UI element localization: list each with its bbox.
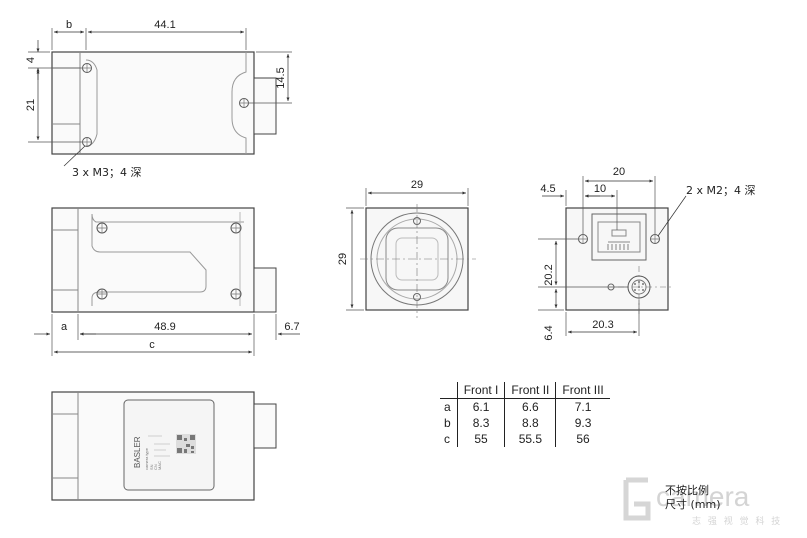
table-header-cell	[440, 382, 458, 399]
side-view-connector	[253, 267, 277, 313]
watermark-subtext: 志 强 视 觉 科 技	[692, 515, 782, 527]
scale-note-line2: 尺寸 (mm)	[665, 498, 721, 511]
leader-line	[63, 145, 86, 167]
watermark-text: camera	[656, 481, 750, 512]
dimension-table: Front I Front II Front III a 6.1 6.6 7.1…	[440, 382, 610, 447]
label-line-mac: MAC	[157, 461, 162, 470]
dim-c-label: c	[149, 339, 155, 351]
table-cell: 6.6	[504, 398, 557, 415]
watermark-logo: camera 志 强 视 觉 科 技	[623, 477, 782, 527]
front-dim-top-label: 29	[411, 179, 423, 191]
dim-14-5-label: 14.5	[275, 67, 287, 88]
table-header-row: Front I Front II Front III	[440, 382, 610, 399]
bottom-view-connector	[253, 403, 277, 449]
table-row: a 6.1 6.6 7.1	[440, 398, 610, 415]
top-view	[28, 28, 292, 167]
side-view	[34, 207, 300, 356]
side-view-body	[51, 207, 255, 313]
table-cell: 9.3	[574, 416, 592, 430]
table-cell: c	[440, 431, 458, 447]
table-cell: 56	[576, 432, 590, 446]
table-header-front-iii: Front III	[555, 382, 610, 399]
back-dim-20-label: 20	[613, 166, 625, 178]
dim-width-label: 44.1	[154, 19, 175, 31]
table-header-front-i: Front I	[457, 382, 506, 399]
dim-4-label: 4	[25, 57, 37, 63]
back-dim-6-4-label: 6.4	[543, 325, 555, 340]
label-brand: BASLER	[133, 436, 142, 468]
top-view-body	[51, 51, 255, 155]
table-cell: 8.8	[504, 415, 557, 431]
scale-note: 不按比例 尺寸 (mm)	[665, 484, 721, 512]
back-view	[538, 176, 687, 336]
holes-note-m2: 2 x M2；4 深	[686, 184, 756, 197]
scale-note-line1: 不按比例	[665, 484, 709, 497]
dim-a-label: a	[61, 321, 68, 333]
dim-b-label: b	[66, 19, 72, 31]
back-dim-10-label: 10	[594, 183, 606, 195]
back-dim-20-2-label: 20.2	[543, 264, 555, 285]
leader-line	[657, 195, 687, 237]
product-label-area	[123, 399, 215, 491]
table-row: b 8.3 8.8 9.3	[440, 415, 610, 431]
table-cell: b	[440, 415, 458, 431]
front-dim-left-label: 29	[337, 253, 349, 265]
dim-21-label: 21	[25, 99, 37, 111]
label-line-sn: SN	[149, 464, 154, 470]
dim-48-9-label: 48.9	[154, 321, 175, 333]
table-header-front-ii: Front II	[504, 382, 557, 399]
top-view-connector	[253, 77, 277, 135]
qr-code-icon	[176, 434, 196, 454]
back-dim-20-3-label: 20.3	[592, 319, 613, 331]
table-cell: 7.1	[574, 400, 592, 414]
dim-6-7-label: 6.7	[284, 321, 299, 333]
bottom-view	[51, 391, 277, 501]
table-cell: 6.1	[457, 398, 506, 415]
back-dim-4-5-label: 4.5	[540, 183, 555, 195]
table-cell: 55.5	[504, 431, 557, 447]
front-view	[346, 188, 476, 318]
table-cell: a	[440, 398, 458, 415]
label-line-cn: CN	[153, 464, 158, 470]
table-cell: 8.3	[457, 415, 506, 431]
label-line-camera-type: camera type	[144, 447, 149, 470]
watermark-mark-icon	[623, 477, 651, 521]
holes-note-m3: 3 x M3；4 深	[72, 166, 142, 179]
table-row: c 55 55.5 56	[440, 431, 610, 447]
ethernet-port-icon	[591, 213, 647, 261]
table-cell: 55	[457, 431, 506, 447]
